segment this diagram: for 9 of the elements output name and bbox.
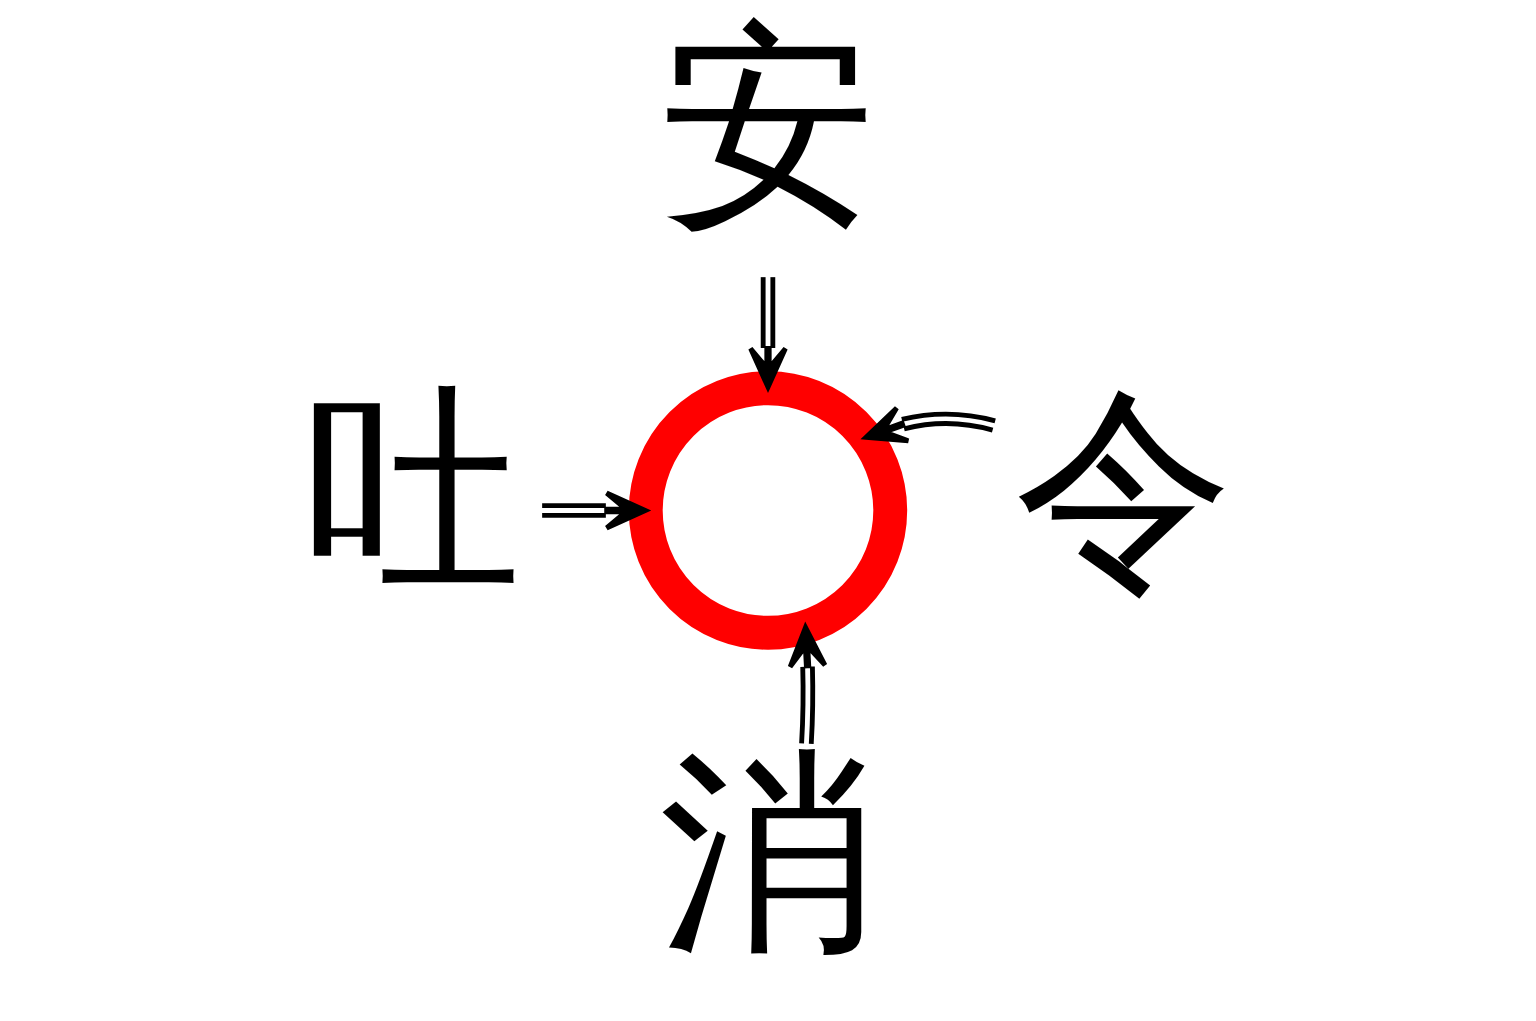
node-text: 安 <box>659 0 877 253</box>
node-circle <box>628 371 908 650</box>
arrow <box>787 624 828 745</box>
arrow <box>748 277 788 390</box>
node-text: 消 <box>659 726 877 980</box>
arrow <box>863 405 996 444</box>
arrow <box>542 490 648 531</box>
node-text: 令 <box>1014 362 1233 616</box>
node-text: 吐 <box>303 362 522 616</box>
